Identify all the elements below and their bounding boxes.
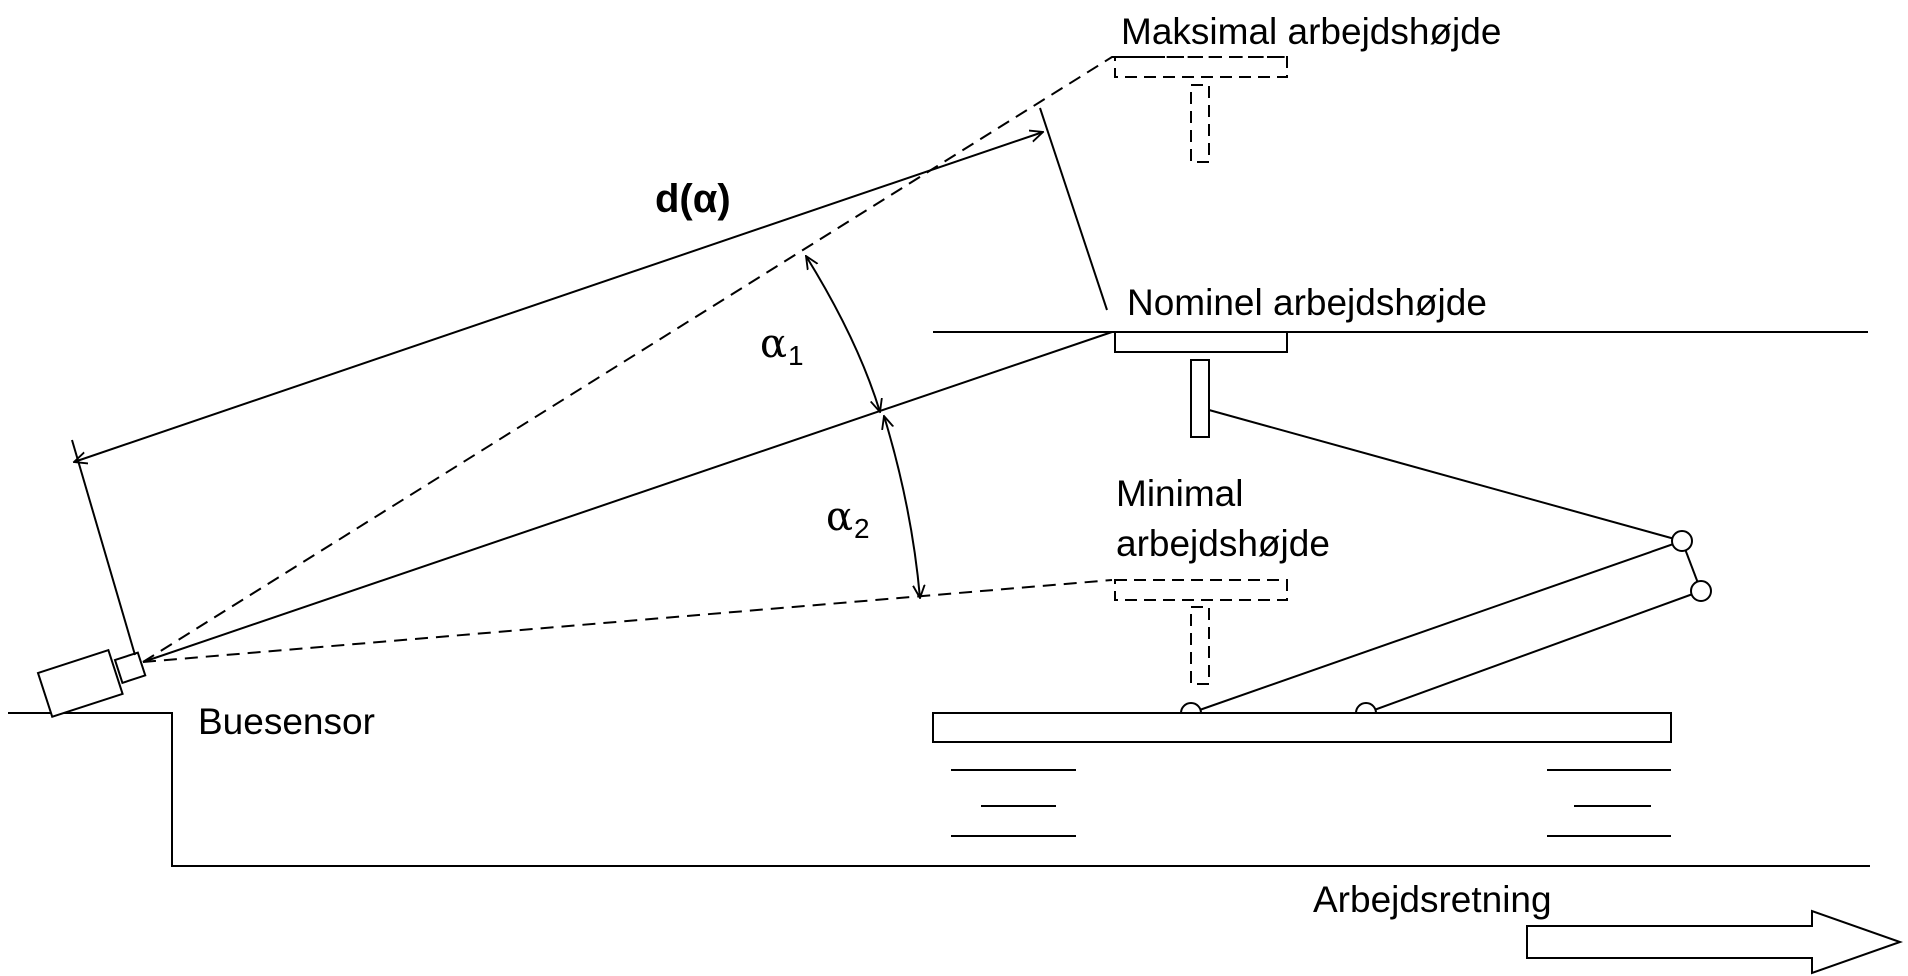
svg-text:α: α <box>760 321 787 367</box>
distance-dimension <box>71 107 1108 656</box>
distance-label: d(α) <box>655 177 731 221</box>
alpha1-arc <box>806 256 880 412</box>
arc-sensor <box>36 648 147 719</box>
ground-line <box>8 712 1870 867</box>
support-marks <box>951 769 1671 837</box>
min-height-label-line1: Minimal <box>1116 473 1243 514</box>
nominal-sight-line <box>142 331 1113 663</box>
alpha2-label: α 2 <box>826 494 870 544</box>
alpha2-arc <box>884 416 920 598</box>
min-height-tool <box>1114 579 1288 685</box>
sensor-label: Buesensor <box>198 701 375 742</box>
max-sight-line <box>142 56 1290 663</box>
max-height-tool <box>1114 56 1288 163</box>
svg-text:α: α <box>826 494 853 540</box>
max-height-label: Maksimal arbejdshøjde <box>1121 11 1501 52</box>
alpha1-label: α 1 <box>760 321 804 371</box>
linkage-arm <box>1180 409 1712 724</box>
nominal-height-label: Nominel arbejdshøjde <box>1127 282 1487 323</box>
carriage-plate <box>932 712 1672 743</box>
nominal-height-tool <box>1114 331 1288 438</box>
direction-arrow <box>1526 909 1904 975</box>
min-height-label-line2: arbejdshøjde <box>1116 523 1330 564</box>
direction-label: Arbejdsretning <box>1313 879 1552 920</box>
svg-text:1: 1 <box>788 340 804 371</box>
svg-text:2: 2 <box>854 513 870 544</box>
min-sight-line <box>142 579 1113 663</box>
